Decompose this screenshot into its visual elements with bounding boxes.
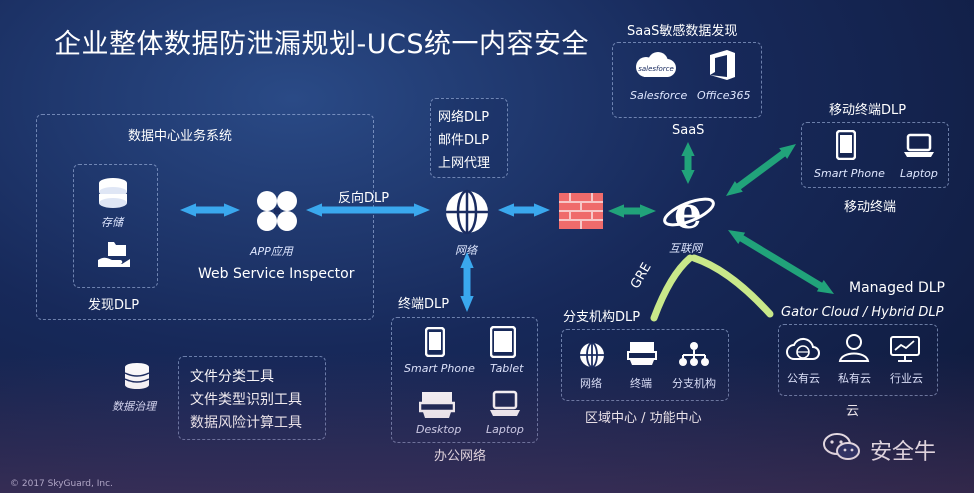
web-proxy-item: 上网代理 (438, 156, 491, 171)
reverse-dlp-arrow (306, 203, 430, 217)
mail-dlp-item: 邮件DLP (438, 133, 490, 148)
network-firewall-arrow (498, 203, 550, 217)
mobile-laptop-label: Laptop (900, 167, 938, 180)
page-title: 企业整体数据防泄漏规划-UCS统一内容安全 (54, 29, 589, 60)
mobile-phone-label: Smart Phone (814, 167, 885, 180)
governance-label: 数据治理 (112, 400, 156, 413)
mobile-dlp-title: 移动终端DLP (829, 103, 907, 118)
app-label: APP应用 (250, 245, 293, 258)
desktop-icon (419, 392, 455, 418)
discover-dlp-label: 发现DLP (88, 298, 140, 313)
endpoint-laptop-label: Laptop (486, 423, 524, 436)
database-icon (99, 178, 127, 208)
desktop-label: Desktop (416, 423, 462, 436)
gre-cloud-tunnel (690, 254, 774, 318)
datacenter-title: 数据中心业务系统 (128, 129, 233, 144)
firewall-icon (559, 193, 603, 229)
endpoint-phone-label: Smart Phone (404, 362, 475, 375)
network-dlp-item: 网络DLP (438, 110, 490, 125)
network-endpoint-arrow (460, 252, 474, 312)
storage-app-arrow (180, 203, 240, 217)
saas-box (612, 42, 762, 118)
tool-classify: 文件分类工具 (190, 369, 274, 385)
wechat-icon (823, 433, 860, 460)
endpoint-dlp-title: 终端DLP (398, 297, 450, 312)
managed-dlp-title: Managed DLP (849, 280, 945, 296)
industry-cloud-icon (890, 336, 920, 362)
reverse-dlp-label: 反向DLP (338, 191, 390, 206)
tool-risk: 数据风险计算工具 (190, 415, 302, 431)
app-icon (257, 191, 297, 231)
storage-label: 存储 (101, 216, 123, 229)
branch-dlp-title: 分支机构DLP (563, 310, 641, 325)
saas-label: SaaS (672, 123, 705, 138)
internet-label: 互联网 (669, 242, 702, 255)
branch-terminal-label: 终端 (630, 377, 652, 390)
saas-title: SaaS敏感数据发现 (627, 24, 738, 39)
gator-cloud-label: Gator Cloud / Hybrid DLP (781, 305, 944, 320)
storage-box (73, 164, 158, 288)
governance-database-icon (124, 363, 150, 389)
salesforce-cloud-icon: salesforce (636, 52, 676, 77)
internet-cloud-arrow (728, 230, 834, 294)
gre-branch-tunnel (650, 254, 694, 322)
cloud-footer: 云 (846, 404, 860, 419)
branch-net-label: 网络 (580, 377, 602, 390)
smartphone-icon (836, 130, 856, 160)
private-cloud-label: 私有云 (838, 372, 871, 385)
branch-globe-icon (580, 342, 604, 368)
office365-label: Office365 (697, 89, 751, 102)
cloud-box (778, 324, 938, 396)
svg-text:e: e (674, 188, 702, 236)
network-dlp-callout (430, 98, 508, 178)
hand-folder-icon (98, 242, 130, 267)
endpoint-box (391, 317, 538, 443)
branch-box (561, 329, 729, 401)
tool-filetype: 文件类型识别工具 (190, 392, 302, 408)
tablet-icon (490, 326, 516, 358)
private-cloud-icon (838, 334, 870, 362)
mobile-box (801, 122, 949, 188)
brand-name: 安全牛 (870, 440, 937, 465)
internet-e-icon: e (663, 188, 715, 236)
org-chart-icon (679, 342, 709, 366)
endpoint-laptop-icon (490, 390, 520, 416)
globe-icon (446, 189, 488, 235)
internet-mobile-arrow (726, 144, 796, 196)
laptop-icon (904, 133, 934, 157)
salesforce-label: Salesforce (630, 89, 688, 102)
branch-org-label: 分支机构 (672, 377, 716, 390)
saas-internet-arrow (681, 142, 695, 184)
office365-icon (710, 50, 735, 80)
mobile-footer: 移动终端 (844, 200, 897, 215)
tablet-label: Tablet (490, 362, 524, 375)
branch-terminal-icon (627, 342, 657, 365)
endpoint-footer: 办公网络 (434, 449, 487, 464)
network-label: 网络 (455, 244, 477, 257)
branch-footer: 区域中心 / 功能中心 (585, 411, 702, 426)
governance-tools-box (178, 356, 326, 440)
copyright: © 2017 SkyGuard, Inc. (10, 479, 113, 489)
salesforce-logo-text: salesforce (638, 65, 674, 73)
public-cloud-icon (786, 337, 820, 360)
industry-cloud-label: 行业云 (890, 372, 923, 385)
datacenter-box (36, 114, 374, 320)
firewall-internet-arrow (608, 204, 656, 218)
endpoint-phone-icon (425, 327, 445, 357)
public-cloud-label: 公有云 (787, 372, 820, 385)
wsi-label: Web Service Inspector (198, 266, 355, 282)
